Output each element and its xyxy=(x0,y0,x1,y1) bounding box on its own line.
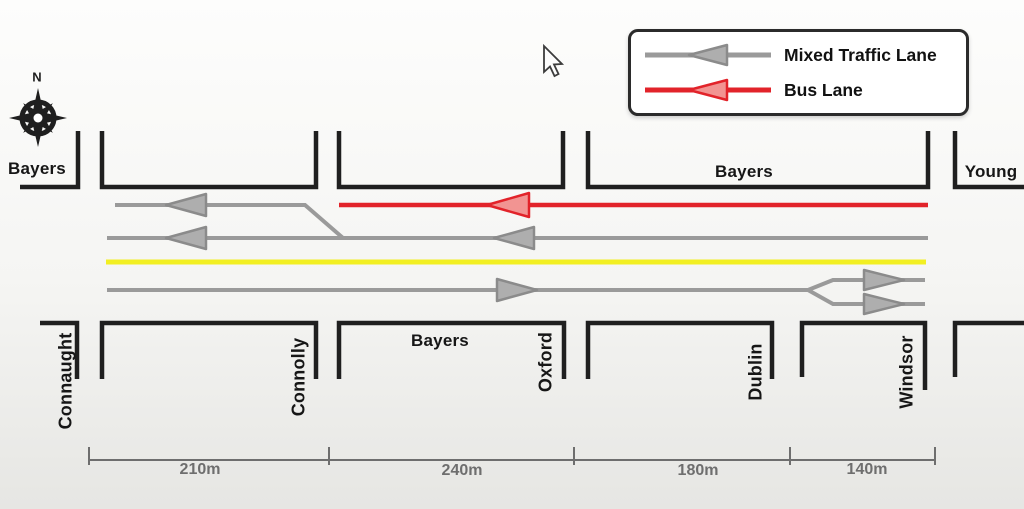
street-label-connaught: Connaught xyxy=(55,332,76,430)
mixed-lane-sample-icon xyxy=(645,43,771,67)
scale-ticks xyxy=(88,447,936,465)
street-label-bayers-north: Bayers xyxy=(715,162,773,181)
legend-row-mixed: Mixed Traffic Lane xyxy=(645,42,952,68)
street-label-oxford: Oxford xyxy=(535,331,556,393)
east-arrow-icon xyxy=(862,268,906,292)
street-label-connolly: Connolly xyxy=(288,337,309,417)
scale-label-140m: 140m xyxy=(846,461,888,478)
west-arrow-icon xyxy=(492,225,536,251)
legend-box: Mixed Traffic Lane Bus Lane xyxy=(628,29,969,116)
east-arrow-icon xyxy=(495,277,539,303)
road-edge-top-block-2 xyxy=(336,131,566,190)
road-edge-top-left-corner xyxy=(20,131,81,190)
street-label-young: Young xyxy=(964,162,1018,181)
legend-row-bus: Bus Lane xyxy=(645,77,952,103)
west-arrow-icon xyxy=(164,192,208,218)
street-label-dublin: Dublin xyxy=(745,343,766,401)
street-label-windsor: Windsor xyxy=(896,335,917,409)
road-edge-bottom-left-corner xyxy=(40,320,80,379)
scale-label-240m: 240m xyxy=(441,462,483,479)
east-arrow-icon xyxy=(862,292,906,316)
compass-icon xyxy=(9,88,67,147)
cursor-icon xyxy=(543,43,565,78)
scale-label-210m: 210m xyxy=(179,461,221,478)
mixed-lane-westbound-merge xyxy=(115,203,345,240)
street-label-bayers-west: Bayers xyxy=(8,159,66,178)
compass-north-label: N xyxy=(32,69,42,85)
road-edge-top-block-1 xyxy=(99,131,319,190)
bus-west-arrow-icon xyxy=(485,191,531,219)
road-edge-top-right-corner xyxy=(952,131,1024,190)
road-edge-bottom-block-2 xyxy=(336,320,567,379)
legend-label-mixed: Mixed Traffic Lane xyxy=(784,44,937,65)
road-edge-bottom-block-4 xyxy=(799,320,928,390)
west-arrow-icon xyxy=(164,225,208,251)
scale-label-180m: 180m xyxy=(677,462,719,479)
road-edge-bottom-right-corner xyxy=(952,320,1024,377)
bus-lane-sample-icon xyxy=(645,78,771,102)
road-edge-bottom-block-1 xyxy=(99,320,319,379)
legend-label-bus: Bus Lane xyxy=(784,79,863,100)
road-edge-top-block-3 xyxy=(585,131,931,190)
street-label-bayers-south: Bayers xyxy=(411,331,469,350)
road-edge-bottom-block-3 xyxy=(585,320,775,379)
